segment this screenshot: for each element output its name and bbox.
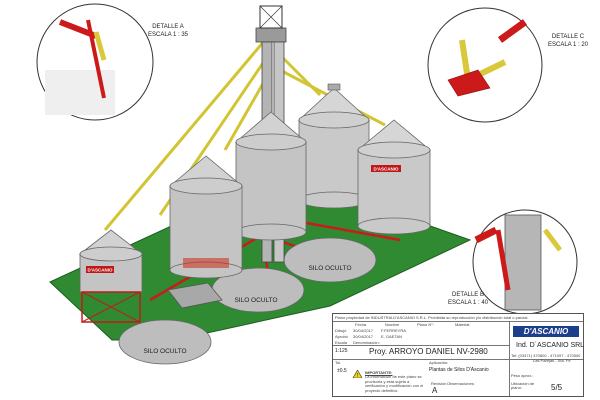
revision-value: A xyxy=(432,386,438,395)
revision-label: Revisión xyxy=(431,381,447,386)
sheet-number: 5/5 xyxy=(551,383,563,392)
row-escala: Escala xyxy=(335,340,348,345)
company-logo-text: D'ASCANIO xyxy=(523,327,569,336)
hidden-tank-left xyxy=(118,319,212,365)
detail-b-scale: ESCALA 1 : 40 xyxy=(448,300,489,306)
address-line2: Las Parejas - Sta. Fe xyxy=(533,358,571,363)
silo-right: D'ASCANIO xyxy=(356,119,432,235)
important-label: IMPORTANTE: xyxy=(365,370,393,375)
detail-c-title: DETALLE C xyxy=(552,34,585,40)
detail-a-scale: ESCALA 1 : 35 xyxy=(148,32,189,38)
ubicacion-label: Ubicación de plano: xyxy=(511,381,535,391)
row-denominacion: Denominación: xyxy=(353,340,380,345)
row-dibujo: Dibujó xyxy=(335,328,347,333)
aprobo-fecha: 30/04/2017 xyxy=(353,334,374,339)
col-plano: Plano N°: xyxy=(417,322,434,327)
peso-label: Peso aprox.: xyxy=(511,373,534,378)
tol-value: ±0.5 xyxy=(337,368,347,374)
aprobo-nombre: E. GAETAN xyxy=(381,334,403,339)
silo-front-left: D'ASCANIO xyxy=(78,229,144,323)
hidden-tank-right xyxy=(283,237,377,283)
property-note: Plano propiedad de INDUSTRIA D'ASCANIO S… xyxy=(335,315,529,320)
col-material: Material: xyxy=(455,322,471,327)
receiving-pit xyxy=(167,282,223,309)
silo-left-center xyxy=(168,155,244,279)
dibujo-nombre: F.FERREYRA xyxy=(381,328,406,333)
warning-icon: ! xyxy=(353,370,362,378)
hidden-tank-label-middle: SILO OCULTO xyxy=(234,297,277,304)
silo-logo-left: D'ASCANIO xyxy=(87,268,113,273)
detail-b-callout: DETALLE B ESCALA 1 : 40 xyxy=(448,209,578,315)
detail-a-callout: DETALLE A ESCALA 1 : 35 xyxy=(36,3,189,121)
dibujo-fecha: 30/04/2017 xyxy=(353,328,374,333)
row-aprobo: Aprobó xyxy=(335,334,348,339)
detail-c-scale: ESCALA 1 : 20 xyxy=(548,42,589,48)
svg-text:!: ! xyxy=(357,373,358,378)
company-logo: D'ASCANIO xyxy=(513,326,579,337)
address-line1: Tel: (03471) 470800 - 471097 - 470500 xyxy=(511,353,581,358)
col-nombre: Nombre xyxy=(385,322,400,327)
escala-value: 1:125 xyxy=(335,348,348,354)
hidden-tank-label-right: SILO OCULTO xyxy=(308,265,351,272)
aplicacion-label: Aplicación: xyxy=(429,360,449,365)
detail-b-title: DETALLE B xyxy=(452,292,484,298)
aplicacion-value: Plantas de Silos D'Ascanio xyxy=(429,367,489,373)
observaciones-label: Observaciones: xyxy=(447,381,475,386)
silo-middle-back xyxy=(234,111,308,241)
important-text: La información de este plano se provisor… xyxy=(365,374,424,393)
tol-label: Tol. xyxy=(335,360,342,365)
denominacion-value: Proy. ARROYO DANIEL NV-2980 xyxy=(369,347,488,356)
col-fecha: Fecha xyxy=(355,322,367,327)
silo-logo-right: D'ASCANIO xyxy=(373,167,399,172)
hidden-tank-label-left: SILO OCULTO xyxy=(143,348,186,355)
detail-a-title: DETALLE A xyxy=(152,24,184,30)
company-name: Ind. D´ASCANIO SRL xyxy=(516,342,585,349)
detail-c-callout: DETALLE C ESCALA 1 : 20 xyxy=(427,7,589,123)
title-block: Plano propiedad de INDUSTRIA D'ASCANIO S… xyxy=(332,313,584,397)
